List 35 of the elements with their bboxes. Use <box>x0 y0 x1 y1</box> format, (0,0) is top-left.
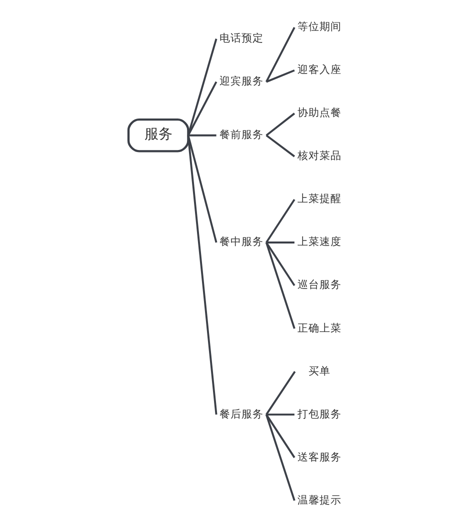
connector <box>266 414 296 458</box>
connector <box>266 198 296 244</box>
node-text: 上菜速度 <box>297 236 342 248</box>
connector <box>187 135 218 415</box>
node-text: 上菜提醒 <box>297 193 342 206</box>
connector <box>266 242 296 286</box>
connector <box>187 38 218 136</box>
connector <box>265 414 296 501</box>
connector <box>187 81 218 136</box>
node-text: 餐中服务 <box>219 236 264 248</box>
node-text: 协助点餐 <box>297 107 342 120</box>
node-text: 等位期间 <box>297 21 342 34</box>
connector <box>266 70 295 83</box>
connector <box>266 242 294 244</box>
node-box: 服务 <box>127 118 190 152</box>
node-text: 餐前服务 <box>219 129 264 142</box>
node-text: 核对菜品 <box>297 150 342 162</box>
connector <box>266 112 296 136</box>
node-text: 送客服务 <box>297 451 342 464</box>
connector <box>187 135 218 243</box>
connector <box>266 371 296 416</box>
node-text: 温馨提示 <box>297 494 342 506</box>
node-text: 电话预定 <box>219 32 264 45</box>
node-text: 巡台服务 <box>297 279 342 292</box>
node-text: 餐后服务 <box>219 408 264 420</box>
node-text: 买单 <box>308 365 330 378</box>
node-text: 正确上菜 <box>297 322 342 334</box>
node-text: 迎客入座 <box>297 64 342 76</box>
connector <box>266 26 296 82</box>
node-text: 迎宾服务 <box>219 76 264 88</box>
node-text: 打包服务 <box>297 408 342 420</box>
connector <box>188 134 216 136</box>
connector <box>266 134 296 158</box>
connector <box>266 414 294 416</box>
connector <box>265 242 296 329</box>
